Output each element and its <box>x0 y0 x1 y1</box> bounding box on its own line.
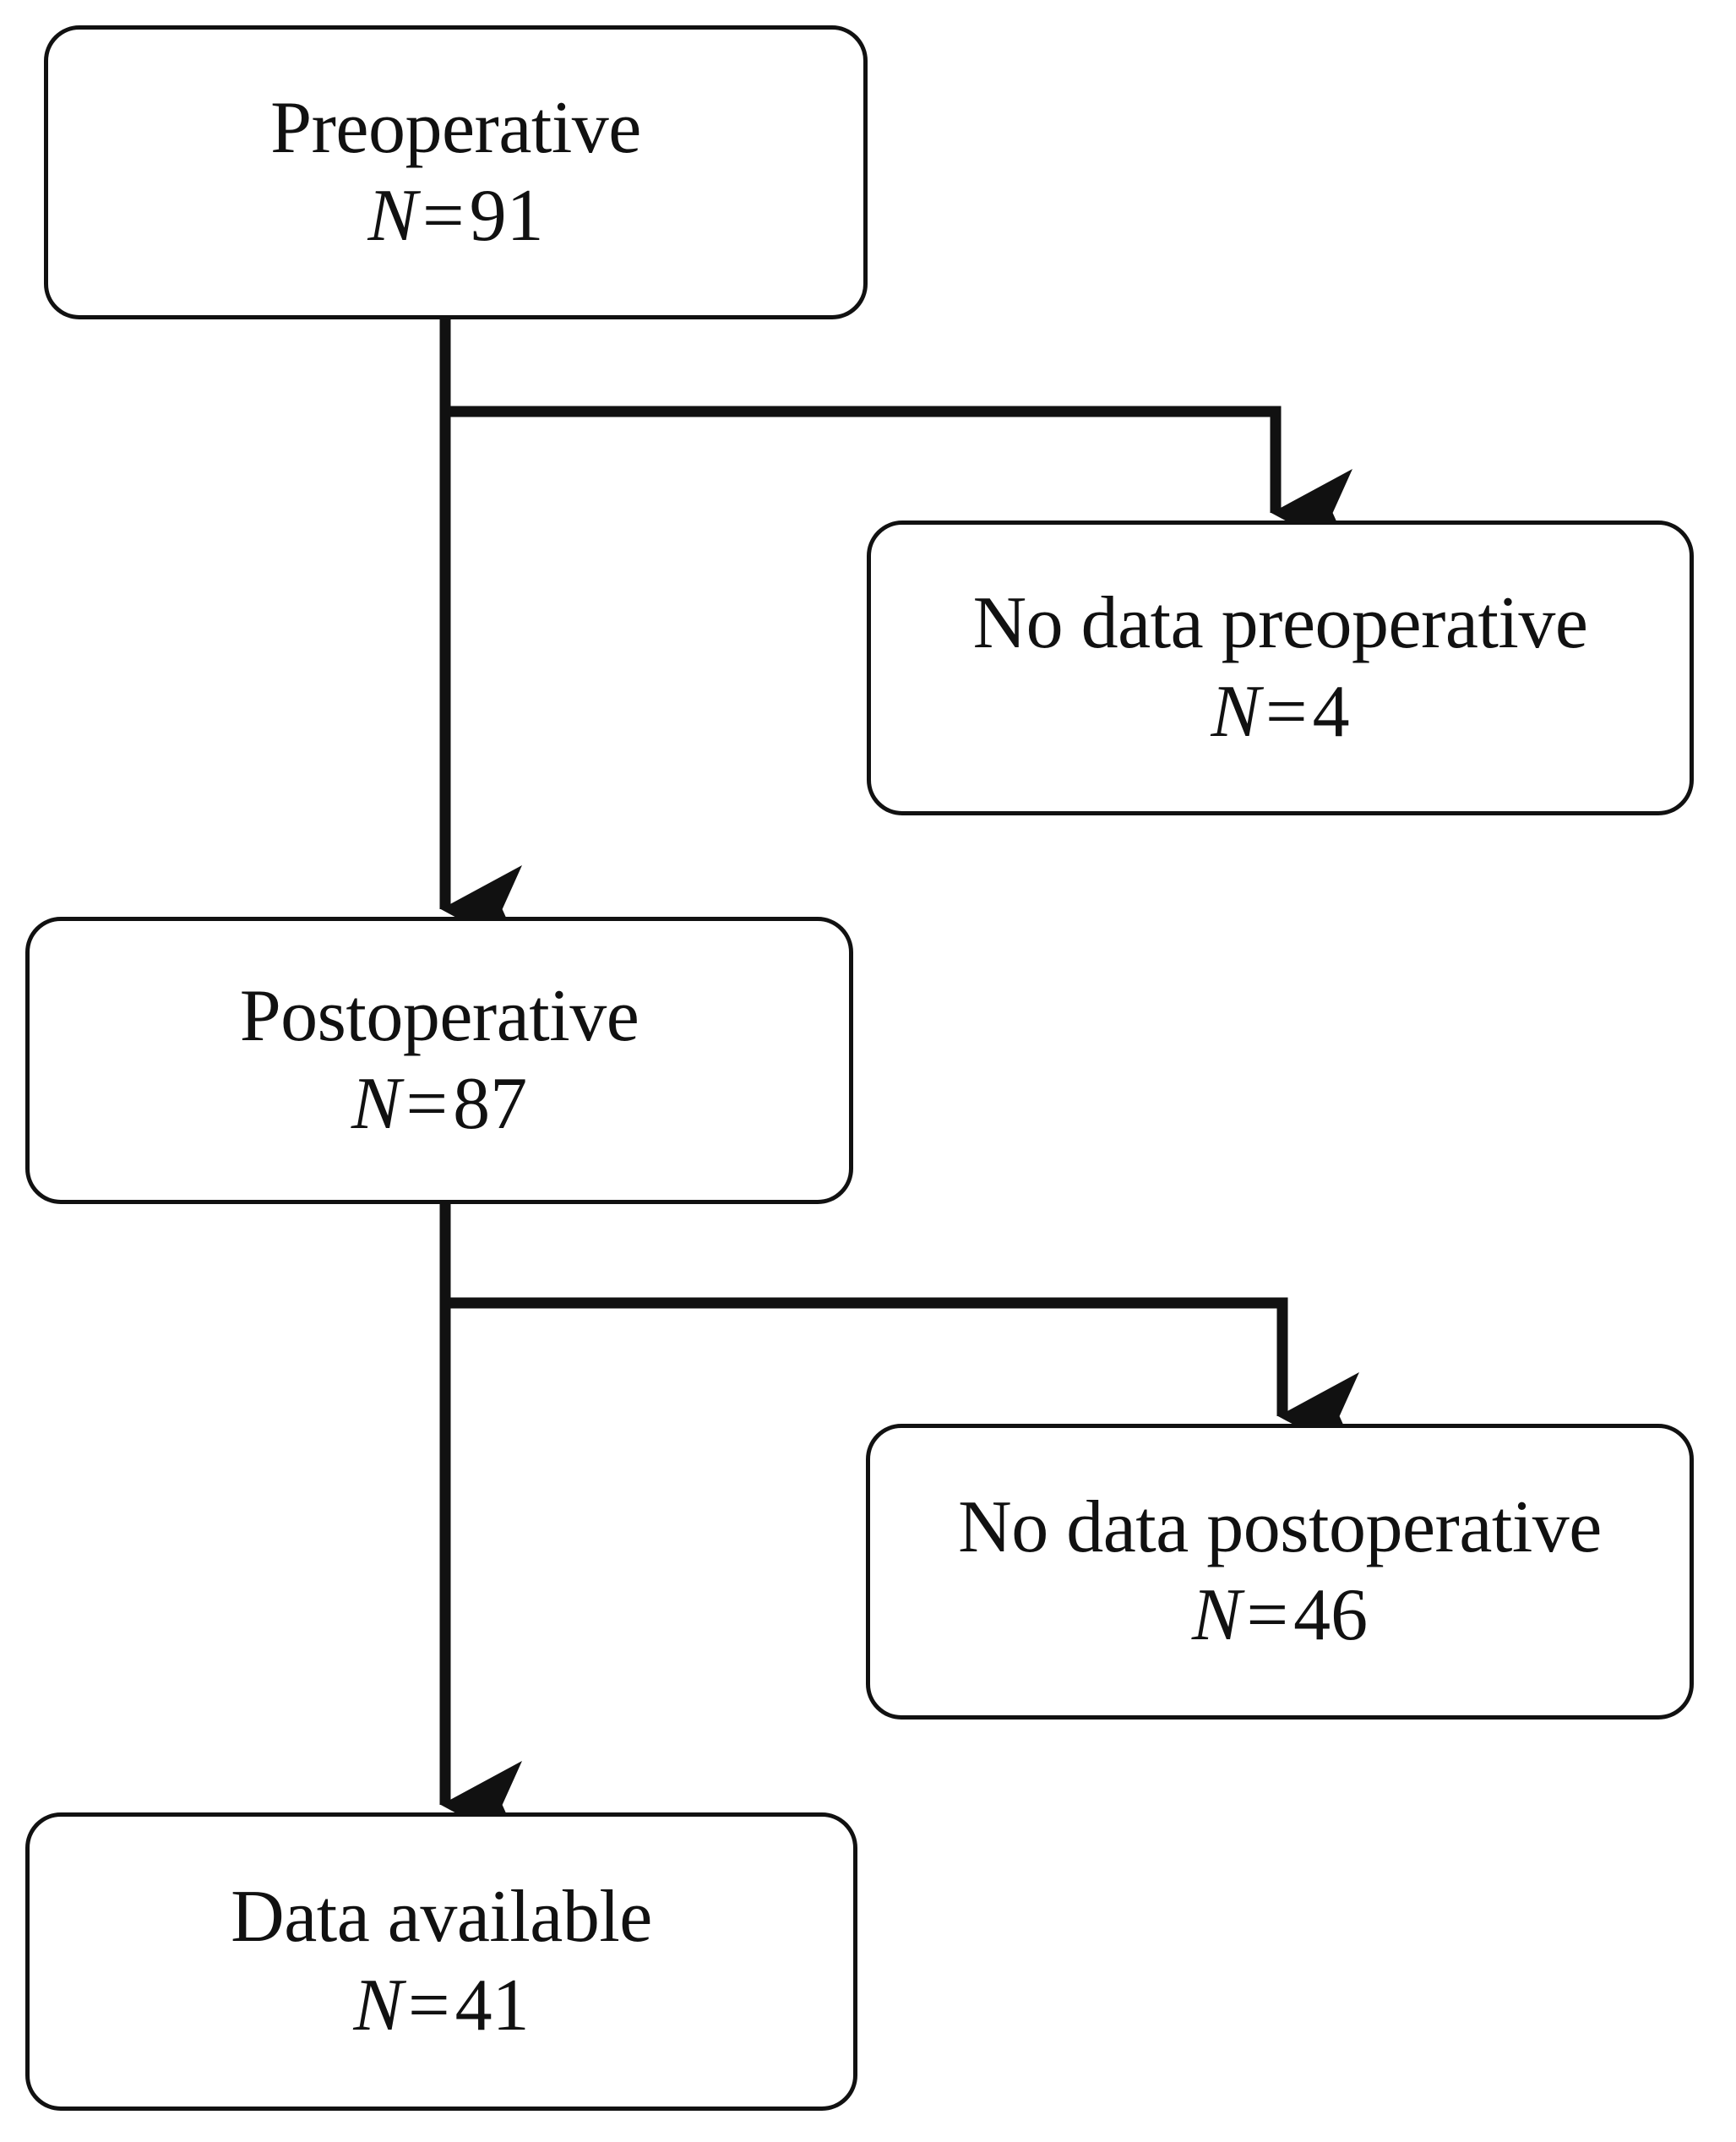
node-no-data-preoperative[interactable]: No data preoperative N=4 <box>867 521 1694 815</box>
node-data-available-label: Data available <box>231 1876 652 1959</box>
node-postoperative[interactable]: Postoperative N=87 <box>25 917 853 1204</box>
node-no-data-preoperative-label: No data preoperative <box>972 582 1588 665</box>
count-variable: N <box>1191 1574 1242 1656</box>
node-postoperative-count: N=87 <box>351 1062 527 1147</box>
count-variable: N <box>1211 670 1261 753</box>
count-value: 91 <box>469 175 544 257</box>
node-data-available-count: N=41 <box>353 1964 529 2048</box>
count-equals: = <box>1246 1574 1289 1656</box>
node-postoperative-label: Postoperative <box>239 974 639 1057</box>
count-value: 46 <box>1293 1574 1369 1656</box>
edge-preoperative-to-no-data-preoperative <box>445 406 1352 558</box>
count-value: 41 <box>454 1964 530 2047</box>
count-equals: = <box>405 1063 449 1145</box>
node-no-data-postoperative[interactable]: No data postoperative N=46 <box>866 1424 1694 1720</box>
node-preoperative[interactable]: Preoperative N=91 <box>44 25 868 319</box>
count-equals: = <box>1265 670 1308 753</box>
count-value: 87 <box>453 1063 528 1145</box>
node-data-available[interactable]: Data available N=41 <box>25 1812 857 2111</box>
node-no-data-postoperative-count: N=46 <box>1192 1573 1368 1658</box>
count-equals: = <box>408 1964 450 2047</box>
count-variable: N <box>351 1063 401 1145</box>
edge-postoperative-to-no-data-postoperative <box>445 1297 1359 1461</box>
count-value: 4 <box>1312 670 1350 753</box>
node-preoperative-label: Preoperative <box>270 86 641 169</box>
count-variable: N <box>367 175 418 257</box>
count-variable: N <box>353 1964 404 2047</box>
node-no-data-preoperative-count: N=4 <box>1211 670 1349 755</box>
node-no-data-postoperative-label: No data postoperative <box>958 1485 1602 1568</box>
node-preoperative-count: N=91 <box>367 174 543 259</box>
count-equals: = <box>422 175 465 257</box>
